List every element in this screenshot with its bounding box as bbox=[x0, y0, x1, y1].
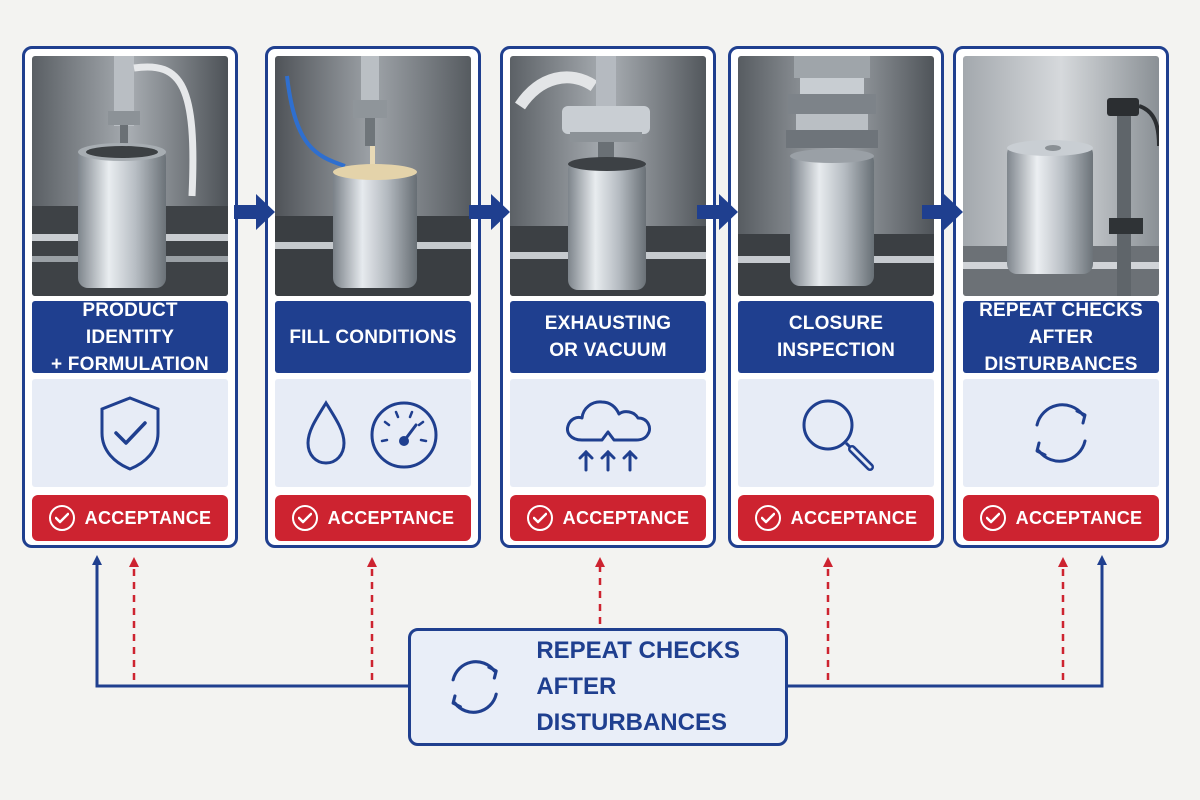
step-card-4: CLOSURE INSPECTION ACCEPTANCE bbox=[728, 46, 944, 548]
acceptance-badge-3: ACCEPTANCE bbox=[510, 495, 706, 541]
acceptance-label: ACCEPTANCE bbox=[327, 507, 455, 528]
step-photo-5 bbox=[963, 56, 1159, 296]
step-title-2: FILL CONDITIONS bbox=[275, 301, 471, 373]
cloud-vacuum-icon bbox=[566, 400, 652, 472]
acceptance-label: ACCEPTANCE bbox=[562, 507, 690, 528]
check-circle-icon bbox=[526, 505, 553, 531]
acceptance-label: ACCEPTANCE bbox=[1015, 507, 1143, 528]
check-circle-icon bbox=[754, 505, 781, 531]
repeat-checks-summary-box: REPEAT CHECKS AFTER DISTURBANCES bbox=[408, 628, 788, 746]
check-circle-icon bbox=[48, 505, 75, 531]
can-filling-photo bbox=[32, 56, 228, 296]
refresh-icon bbox=[1035, 403, 1087, 463]
acceptance-badge-2: ACCEPTANCE bbox=[275, 495, 471, 541]
summary-line-1: REPEAT CHECKS bbox=[536, 637, 740, 664]
step-icon-area-5 bbox=[963, 379, 1159, 487]
shield-check-icon bbox=[100, 396, 160, 471]
summary-line-2: AFTER DISTURBANCES bbox=[536, 673, 727, 736]
step-photo-2 bbox=[275, 56, 471, 296]
magnifier-icon bbox=[802, 399, 874, 471]
step-photo-3 bbox=[510, 56, 706, 296]
loop-line-left bbox=[92, 555, 410, 688]
step-icon-area-3 bbox=[510, 379, 706, 487]
refresh-icon bbox=[451, 660, 498, 714]
step-photo-1 bbox=[32, 56, 228, 296]
step-photo-4 bbox=[738, 56, 934, 296]
fill-nozzle-photo bbox=[275, 56, 471, 296]
step-card-3: EXHAUSTING OR VACUUM ACCEPTANCE bbox=[500, 46, 716, 548]
step-card-2: FILL CONDITIONS ACCEPTANCE bbox=[265, 46, 481, 548]
acceptance-badge-4: ACCEPTANCE bbox=[738, 495, 934, 541]
step-icon-area-2 bbox=[275, 379, 471, 487]
check-circle-icon bbox=[979, 505, 1006, 531]
flow-arrow-3-4 bbox=[697, 194, 738, 230]
droplet-and-gauge-icon bbox=[306, 400, 438, 469]
summary-text: REPEAT CHECKS AFTER DISTURBANCES bbox=[536, 633, 785, 741]
step-icon-area-4 bbox=[738, 379, 934, 487]
sensor-check-photo bbox=[963, 56, 1159, 296]
flow-arrow-2-3 bbox=[469, 194, 510, 230]
acceptance-badge-5: ACCEPTANCE bbox=[963, 495, 1159, 541]
loop-line-right bbox=[786, 555, 1107, 688]
step-title-5: REPEAT CHECKS AFTER DISTURBANCES bbox=[963, 300, 1159, 375]
acceptance-badge-1: ACCEPTANCE bbox=[32, 495, 228, 541]
step-card-5: REPEAT CHECKS AFTER DISTURBANCES ACCEPTA… bbox=[953, 46, 1169, 548]
step-icon-area-1 bbox=[32, 379, 228, 487]
step-card-1: PRODUCT IDENTITY + FORMULATION ACCEPTANC… bbox=[22, 46, 238, 548]
step-title-4: CLOSURE INSPECTION bbox=[738, 301, 934, 373]
step-title-3: EXHAUSTING OR VACUUM bbox=[510, 301, 706, 373]
flow-arrow-4-5 bbox=[922, 194, 963, 230]
vacuum-head-photo bbox=[510, 56, 706, 296]
step-title-1: PRODUCT IDENTITY + FORMULATION bbox=[32, 300, 228, 375]
check-circle-icon bbox=[291, 505, 318, 531]
acceptance-label: ACCEPTANCE bbox=[84, 507, 212, 528]
acceptance-label: ACCEPTANCE bbox=[790, 507, 918, 528]
closure-seamer-photo bbox=[738, 56, 934, 296]
flow-arrow-1-2 bbox=[234, 194, 275, 230]
